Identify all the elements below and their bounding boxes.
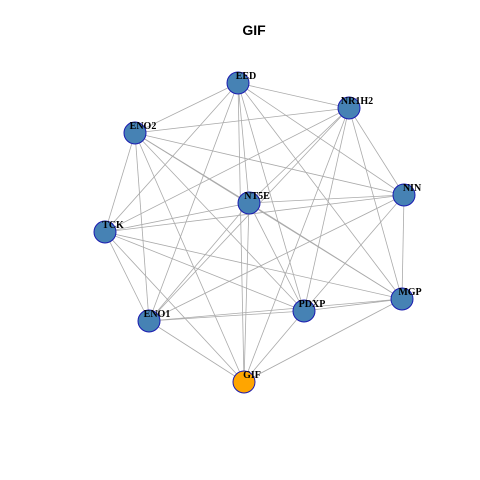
edge-nr1h2-eno2	[134, 107, 350, 134]
diagram-title: GIF	[242, 22, 266, 38]
node-label-eno2: ENO2	[130, 121, 157, 132]
node-label-pdxp: PDXP	[299, 299, 326, 310]
edge-nt5e-pdxp	[248, 202, 305, 312]
edge-eno2-pdxp	[134, 132, 305, 312]
node-mgp: MGP	[390, 287, 422, 311]
edge-tck-mgp	[104, 231, 403, 300]
node-eno1: ENO1	[137, 309, 171, 333]
edge-nt5e-tck	[104, 202, 250, 233]
edge-eed-tck	[104, 82, 239, 233]
node-eno2: ENO2	[123, 121, 157, 145]
node-label-eno1: ENO1	[144, 309, 171, 320]
edge-nt5e-gif	[243, 202, 250, 383]
edge-eed-mgp	[237, 82, 403, 300]
edge-nr1h2-nin	[348, 107, 405, 196]
node-label-mgp: MGP	[398, 287, 421, 298]
edge-eed-nr1h2	[237, 82, 350, 109]
edge-nin-pdxp	[303, 194, 405, 312]
node-label-nt5e: NT5E	[244, 191, 270, 202]
edge-eno2-nin	[134, 132, 405, 196]
edge-nr1h2-pdxp	[303, 107, 350, 312]
node-label-gif: GIF	[243, 370, 261, 381]
edge-pdxp-gif	[243, 310, 305, 383]
edge-mgp-pdxp	[303, 298, 403, 312]
edge-nr1h2-mgp	[348, 107, 403, 300]
edge-tck-gif	[104, 231, 245, 383]
node-pdxp: PDXP	[292, 299, 326, 323]
edge-eed-nt5e	[237, 82, 250, 204]
node-label-nr1h2: NR1H2	[341, 96, 373, 107]
edge-nr1h2-gif	[243, 107, 350, 383]
node-circle-nt5e	[237, 191, 261, 215]
node-nt5e: NT5E	[237, 191, 270, 215]
node-label-tck: TCK	[102, 220, 124, 231]
node-tck: TCK	[93, 220, 124, 244]
edge-mgp-eno1	[148, 298, 403, 322]
edge-eed-eno2	[134, 82, 239, 134]
node-circle-eno1	[137, 309, 161, 333]
edge-eno2-eno1	[134, 132, 150, 322]
node-gif: GIF	[232, 370, 261, 394]
node-circle-mgp	[390, 287, 414, 311]
node-circle-pdxp	[292, 299, 316, 323]
node-circle-nin	[392, 183, 416, 207]
edge-nt5e-mgp	[248, 202, 403, 300]
edge-eno2-tck	[104, 132, 136, 233]
edge-mgp-gif	[243, 298, 403, 383]
edge-pdxp-eno1	[148, 310, 305, 322]
edge-eed-pdxp	[237, 82, 305, 312]
node-circle-tck	[93, 220, 117, 244]
edge-eno2-gif	[134, 132, 245, 383]
node-circle-gif	[232, 370, 256, 394]
node-nin: NIN	[392, 183, 422, 207]
node-label-nin: NIN	[403, 183, 422, 194]
edge-eed-nin	[237, 82, 405, 196]
edge-nin-mgp	[401, 194, 405, 300]
edge-nin-eno1	[148, 194, 405, 322]
edge-layer	[104, 82, 405, 383]
node-circle-nr1h2	[337, 96, 361, 120]
edge-tck-pdxp	[104, 231, 305, 312]
edge-eed-gif	[237, 82, 245, 383]
edge-nr1h2-tck	[104, 107, 350, 233]
edge-nin-nt5e	[248, 194, 405, 204]
edge-nr1h2-nt5e	[248, 107, 350, 204]
node-eed: EED	[226, 71, 257, 95]
node-nr1h2: NR1H2	[337, 96, 373, 120]
node-circle-eno2	[123, 121, 147, 145]
edge-tck-eno1	[104, 231, 150, 322]
node-label-eed: EED	[236, 71, 257, 82]
edge-eed-eno1	[148, 82, 239, 322]
edge-nt5e-eno1	[148, 202, 250, 322]
node-circle-eed	[226, 71, 250, 95]
edge-eno1-gif	[148, 320, 245, 383]
